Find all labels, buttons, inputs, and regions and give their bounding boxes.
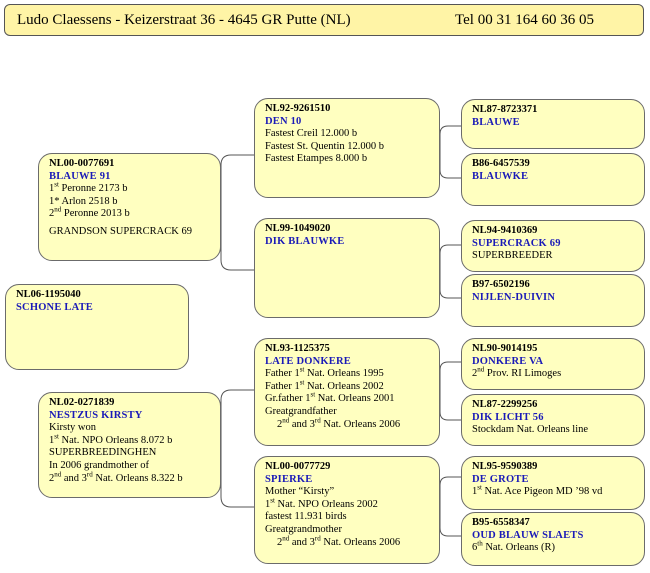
connector-dd-to-dds	[439, 476, 461, 505]
dam-sire-sire-name: DONKERE VA	[472, 355, 544, 367]
sire-dam-name: DIK BLAUWKE	[265, 235, 345, 247]
connector-ds-to-dsd	[439, 390, 461, 421]
sire-sire-name: DEN 10	[265, 115, 302, 127]
sire-dam-sire-box: NL94-9410369 SUPERCRACK 69 SUPERBREEDER	[461, 220, 645, 272]
connector-dam-to-ds	[220, 389, 254, 445]
dam-sire-dam-note: Stockdam Nat. Orleans line	[472, 424, 589, 436]
dam-note: SUPERBREEDINGHEN	[49, 447, 157, 459]
dam-dam-note: Mother “Kirsty”	[265, 486, 335, 498]
sire-box: NL00-0077691 BLAUWE 91 1st Peronne 2173 …	[38, 153, 221, 261]
dam-sire-result: Father 1st Nat. Orleans 1995	[265, 365, 384, 380]
sire-sire-sire-box: NL87-8723371 BLAUWE	[461, 99, 645, 149]
connector-ss-to-ssd	[439, 148, 461, 179]
sire-sire-sire-name: BLAUWE	[472, 116, 520, 128]
dam-box: NL02-0271839 NESTZUS KIRSTY Kirsty won 1…	[38, 392, 221, 498]
sire-sire-result: Fastest Etampes 8.000 b	[265, 153, 368, 165]
subject-ring: NL06-1195040	[16, 289, 81, 300]
sire-sire-sire-ring: NL87-8723371	[472, 104, 538, 115]
sire-dam-dam-name: NIJLEN-DUIVIN	[472, 291, 556, 303]
connector-sire-to-sd	[220, 209, 254, 271]
sire-sire-result: Fastest Creil 12.000 b	[265, 128, 358, 140]
dam-sire-sire-result: 2nd Prov. RI Limoges	[472, 365, 562, 380]
connector-sd-to-sds	[439, 244, 461, 255]
dam-sire-result: Gr.father 1st Nat. Orleans 2001	[265, 390, 395, 405]
sire-sire-dam-box: B86-6457539 BLAUWKE	[461, 153, 645, 206]
dam-dam-dam-name: OUD BLAUW SLAETS	[472, 529, 584, 541]
sire-result: 2nd Peronne 2013 b	[49, 205, 130, 220]
dam-dam-note: Greatgrandmother	[265, 523, 342, 535]
dam-result: 1st Nat. NPO Orleans 8.072 b	[49, 432, 173, 446]
dam-sire-dam-box: NL87-2299256 DIK LICHT 56 Stockdam Nat. …	[461, 394, 645, 446]
sire-name: BLAUWE 91	[49, 170, 111, 182]
sire-dam-dam-ring: B97-6502196	[472, 279, 530, 290]
connector-dd-to-ddd	[439, 505, 461, 537]
dam-sire-sire-ring: NL90-9014195	[472, 343, 538, 354]
dam-sire-note: Greatgrandfather	[265, 405, 337, 417]
dam-dam-box: NL00-0077729 SPIERKE Mother “Kirsty” 1st…	[254, 456, 440, 564]
dam-dam-result: fastest 11.931 birds	[265, 511, 347, 523]
dam-dam-dam-box: B95-6558347 OUD BLAUW SLAETS 6th Nat. Or…	[461, 512, 645, 566]
subject-box: NL06-1195040 SCHONE LATE	[5, 284, 189, 370]
dam-dam-dam-result: 6th Nat. Orleans (R)	[472, 539, 556, 554]
sire-sire-dam-ring: B86-6457539	[472, 158, 530, 169]
sire-sire-result: Fastest St. Quentin 12.000 b	[265, 140, 385, 152]
dam-note: Kirsty won	[49, 422, 96, 434]
subject-name: SCHONE LATE	[16, 301, 93, 313]
sire-sire-ring: NL92-9261510	[265, 103, 331, 114]
owner-header: Ludo Claessens - Keizerstraat 36 - 4645 …	[4, 4, 644, 36]
dam-dam-sire-name: DE GROTE	[472, 473, 529, 485]
sire-note: GRANDSON SUPERCRACK 69	[49, 225, 192, 237]
connector-ds-to-dss	[439, 361, 461, 390]
dam-sire-result: 2nd and 3rd Nat. Orleans 2006	[277, 416, 401, 430]
dam-sire-name: LATE DONKERE	[265, 355, 351, 367]
sire-dam-sire-note: SUPERBREEDER	[472, 250, 553, 262]
sire-dam-sire-name: SUPERCRACK 69	[472, 237, 561, 249]
dam-dam-dam-ring: B95-6558347	[472, 517, 530, 528]
sire-dam-box: NL99-1049020 DIK BLAUWKE	[254, 218, 440, 318]
dam-sire-sire-box: NL90-9014195 DONKERE VA 2nd Prov. RI Lim…	[461, 338, 645, 390]
dam-result: 2nd and 3rd Nat. Orleans 8.322 b	[49, 470, 183, 484]
dam-dam-sire-ring: NL95-9590389	[472, 461, 538, 472]
dam-sire-dam-name: DIK LICHT 56	[472, 411, 544, 423]
sire-ring: NL00-0077691	[49, 158, 115, 169]
sire-dam-ring: NL99-1049020	[265, 223, 331, 234]
owner-phone: Tel 00 31 164 60 36 05	[455, 12, 594, 28]
connector-sd-to-sdd	[439, 255, 461, 299]
dam-dam-name: SPIERKE	[265, 473, 313, 485]
sire-sire-dam-name: BLAUWKE	[472, 170, 529, 182]
connector-ss-to-sss	[439, 125, 461, 148]
dam-dam-result: 1st Nat. NPO Orleans 2002	[265, 496, 378, 510]
dam-dam-sire-box: NL95-9590389 DE GROTE 1st Nat. Ace Pigeo…	[461, 456, 645, 510]
dam-name: NESTZUS KIRSTY	[49, 409, 143, 421]
dam-dam-sire-result: 1st Nat. Ace Pigeon MD ’98 vd	[472, 483, 603, 498]
dam-sire-dam-ring: NL87-2299256	[472, 399, 538, 410]
sire-sire-box: NL92-9261510 DEN 10 Fastest Creil 12.000…	[254, 98, 440, 198]
dam-sire-ring: NL93-1125375	[265, 343, 330, 354]
dam-ring: NL02-0271839	[49, 397, 115, 408]
dam-note: In 2006 grandmother of	[49, 459, 150, 471]
connector-sire-to-ss	[220, 154, 254, 209]
dam-sire-box: NL93-1125375 LATE DONKERE Father 1st Nat…	[254, 338, 440, 446]
dam-sire-result: Father 1st Nat. Orleans 2002	[265, 378, 384, 392]
owner-address: Ludo Claessens - Keizerstraat 36 - 4645 …	[17, 12, 351, 28]
dam-dam-result: 2nd and 3rd Nat. Orleans 2006	[277, 534, 401, 548]
dam-dam-ring: NL00-0077729	[265, 461, 331, 472]
sire-dam-sire-ring: NL94-9410369	[472, 225, 538, 236]
connector-dam-to-dd	[220, 445, 254, 508]
sire-dam-dam-box: B97-6502196 NIJLEN-DUIVIN	[461, 274, 645, 327]
sire-result: 1st Peronne 2173 b	[49, 180, 128, 195]
sire-result: 1* Arlon 2518 b	[49, 195, 118, 207]
